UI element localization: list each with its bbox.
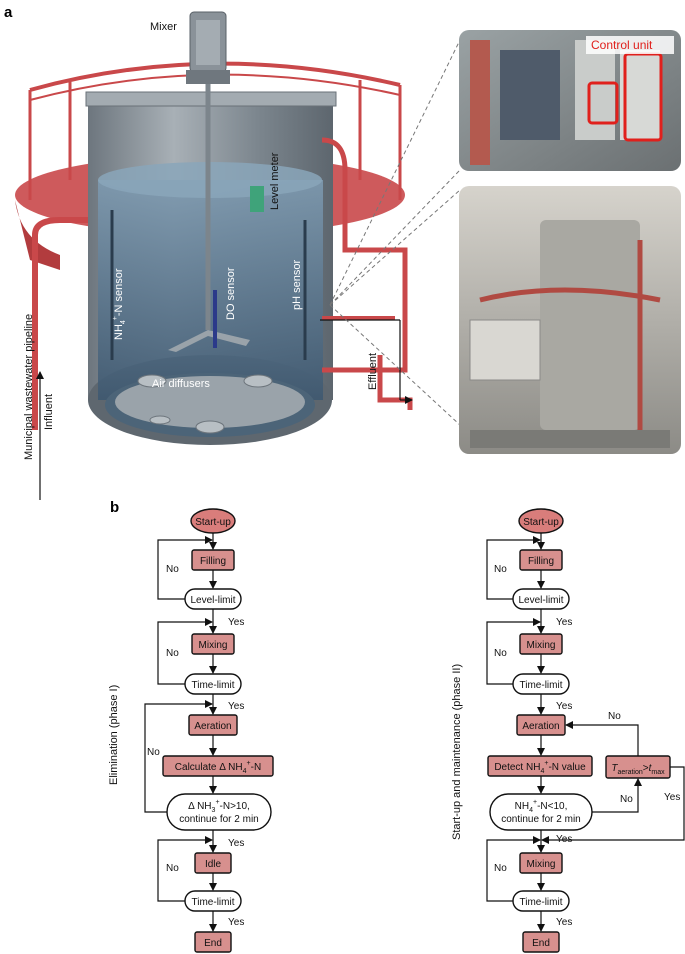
do-sensor-label: DO sensor [225, 267, 237, 320]
p1-no-3: No [147, 747, 160, 758]
p1-yes-1: Yes [228, 617, 244, 628]
p2-yes-3: Yes [556, 834, 572, 845]
p1-no-4: No [166, 863, 179, 874]
p1-start-text: Start-up [195, 517, 231, 528]
p2-no-1: No [494, 564, 507, 575]
p2-yes-1: Yes [556, 617, 572, 628]
p1-aeration-text: Aeration [194, 721, 231, 732]
effluent-pipe [320, 137, 413, 410]
nh4-sensor-label: NH4+-N sensor [112, 268, 127, 340]
p1-condition-line1: Δ NH3+-N>10, [188, 799, 250, 814]
p2-condition-line2: continue for 2 min [501, 814, 581, 825]
level-meter-label: Level meter [269, 152, 281, 210]
p2-filling-text: Filling [528, 556, 554, 567]
p1-end-text: End [204, 938, 222, 949]
p2-condition-line1: NH4+-N<10, [515, 799, 568, 814]
pipeline-label: Municipal wastewater pipeline [23, 314, 35, 460]
p1-mixing-text: Mixing [199, 640, 228, 651]
p2-detect-node [487, 755, 593, 777]
phase2-title: Start-up and maintenance (phase II) [451, 664, 463, 840]
p1-calculate-node [162, 755, 274, 777]
p2-no-tcond: No [608, 711, 621, 722]
p2-no-cond: No [620, 794, 633, 805]
p1-yes-3: Yes [228, 838, 244, 849]
p1-calculate-text: Calculate Δ NH4+-N [175, 760, 261, 775]
p2-mixing2-text: Mixing [527, 859, 556, 870]
p2-yes-2: Yes [556, 701, 572, 712]
p1-filling-text: Filling [200, 556, 226, 567]
p1-no-2: No [166, 648, 179, 659]
p1-yes-4: Yes [228, 917, 244, 928]
mixer-label: Mixer [150, 21, 177, 33]
p2-time-limit-text: Time-limit [520, 680, 563, 691]
p2-tcond-text: Taeration>tmax [611, 763, 665, 776]
control-unit-label: Control unit [591, 38, 653, 52]
flowchart-phase1: Start-up Filling Level-limit Mixing Time… [144, 508, 274, 953]
p2-detect-text: Detect NH4+-N value [494, 760, 586, 775]
p2-yes-4: Yes [556, 917, 572, 928]
callout-lines [329, 39, 461, 426]
p2-start-text: Start-up [523, 517, 559, 528]
level-meter-graphic [250, 186, 264, 212]
p1-end-node [194, 931, 232, 953]
air-diffusers-graphic [137, 374, 273, 434]
p2-yes-tcond: Yes [664, 792, 680, 803]
p2-no-2: No [494, 648, 507, 659]
p1-level-limit-text: Level-limit [190, 595, 235, 606]
ph-sensor-label: pH sensor [291, 260, 303, 310]
panel-b-label: b [110, 499, 119, 516]
p1-time-limit-text: Time-limit [192, 680, 235, 691]
air-diffusers-label: Air diffusers [152, 378, 210, 390]
effluent-label: Effluent [367, 353, 379, 390]
p2-mixing-text: Mixing [527, 640, 556, 651]
mixer-graphic [168, 11, 250, 352]
flowchart-phase2: Start-up Filling Level-limit Mixing Time… [486, 508, 685, 953]
p2-end-text: End [532, 938, 550, 949]
panel-a-label: a [4, 4, 13, 21]
p2-end-node [522, 931, 560, 953]
p1-no-1: No [166, 564, 179, 575]
photo-control-unit: Control unit [459, 30, 681, 171]
influent-pipe [32, 217, 90, 430]
p1-time-limit2-text: Time-limit [192, 897, 235, 908]
p2-level-limit-text: Level-limit [518, 595, 563, 606]
influent-label: Influent [43, 394, 55, 430]
phase1-title: Elimination (phase I) [108, 685, 120, 785]
p1-condition-line2: continue for 2 min [179, 814, 259, 825]
p1-yes-2: Yes [228, 701, 244, 712]
p1-idle-text: Idle [205, 859, 222, 870]
photo-reactor [459, 186, 681, 454]
p2-time-limit2-text: Time-limit [520, 897, 563, 908]
p2-no-4: No [494, 863, 507, 874]
p2-aeration-text: Aeration [522, 721, 559, 732]
